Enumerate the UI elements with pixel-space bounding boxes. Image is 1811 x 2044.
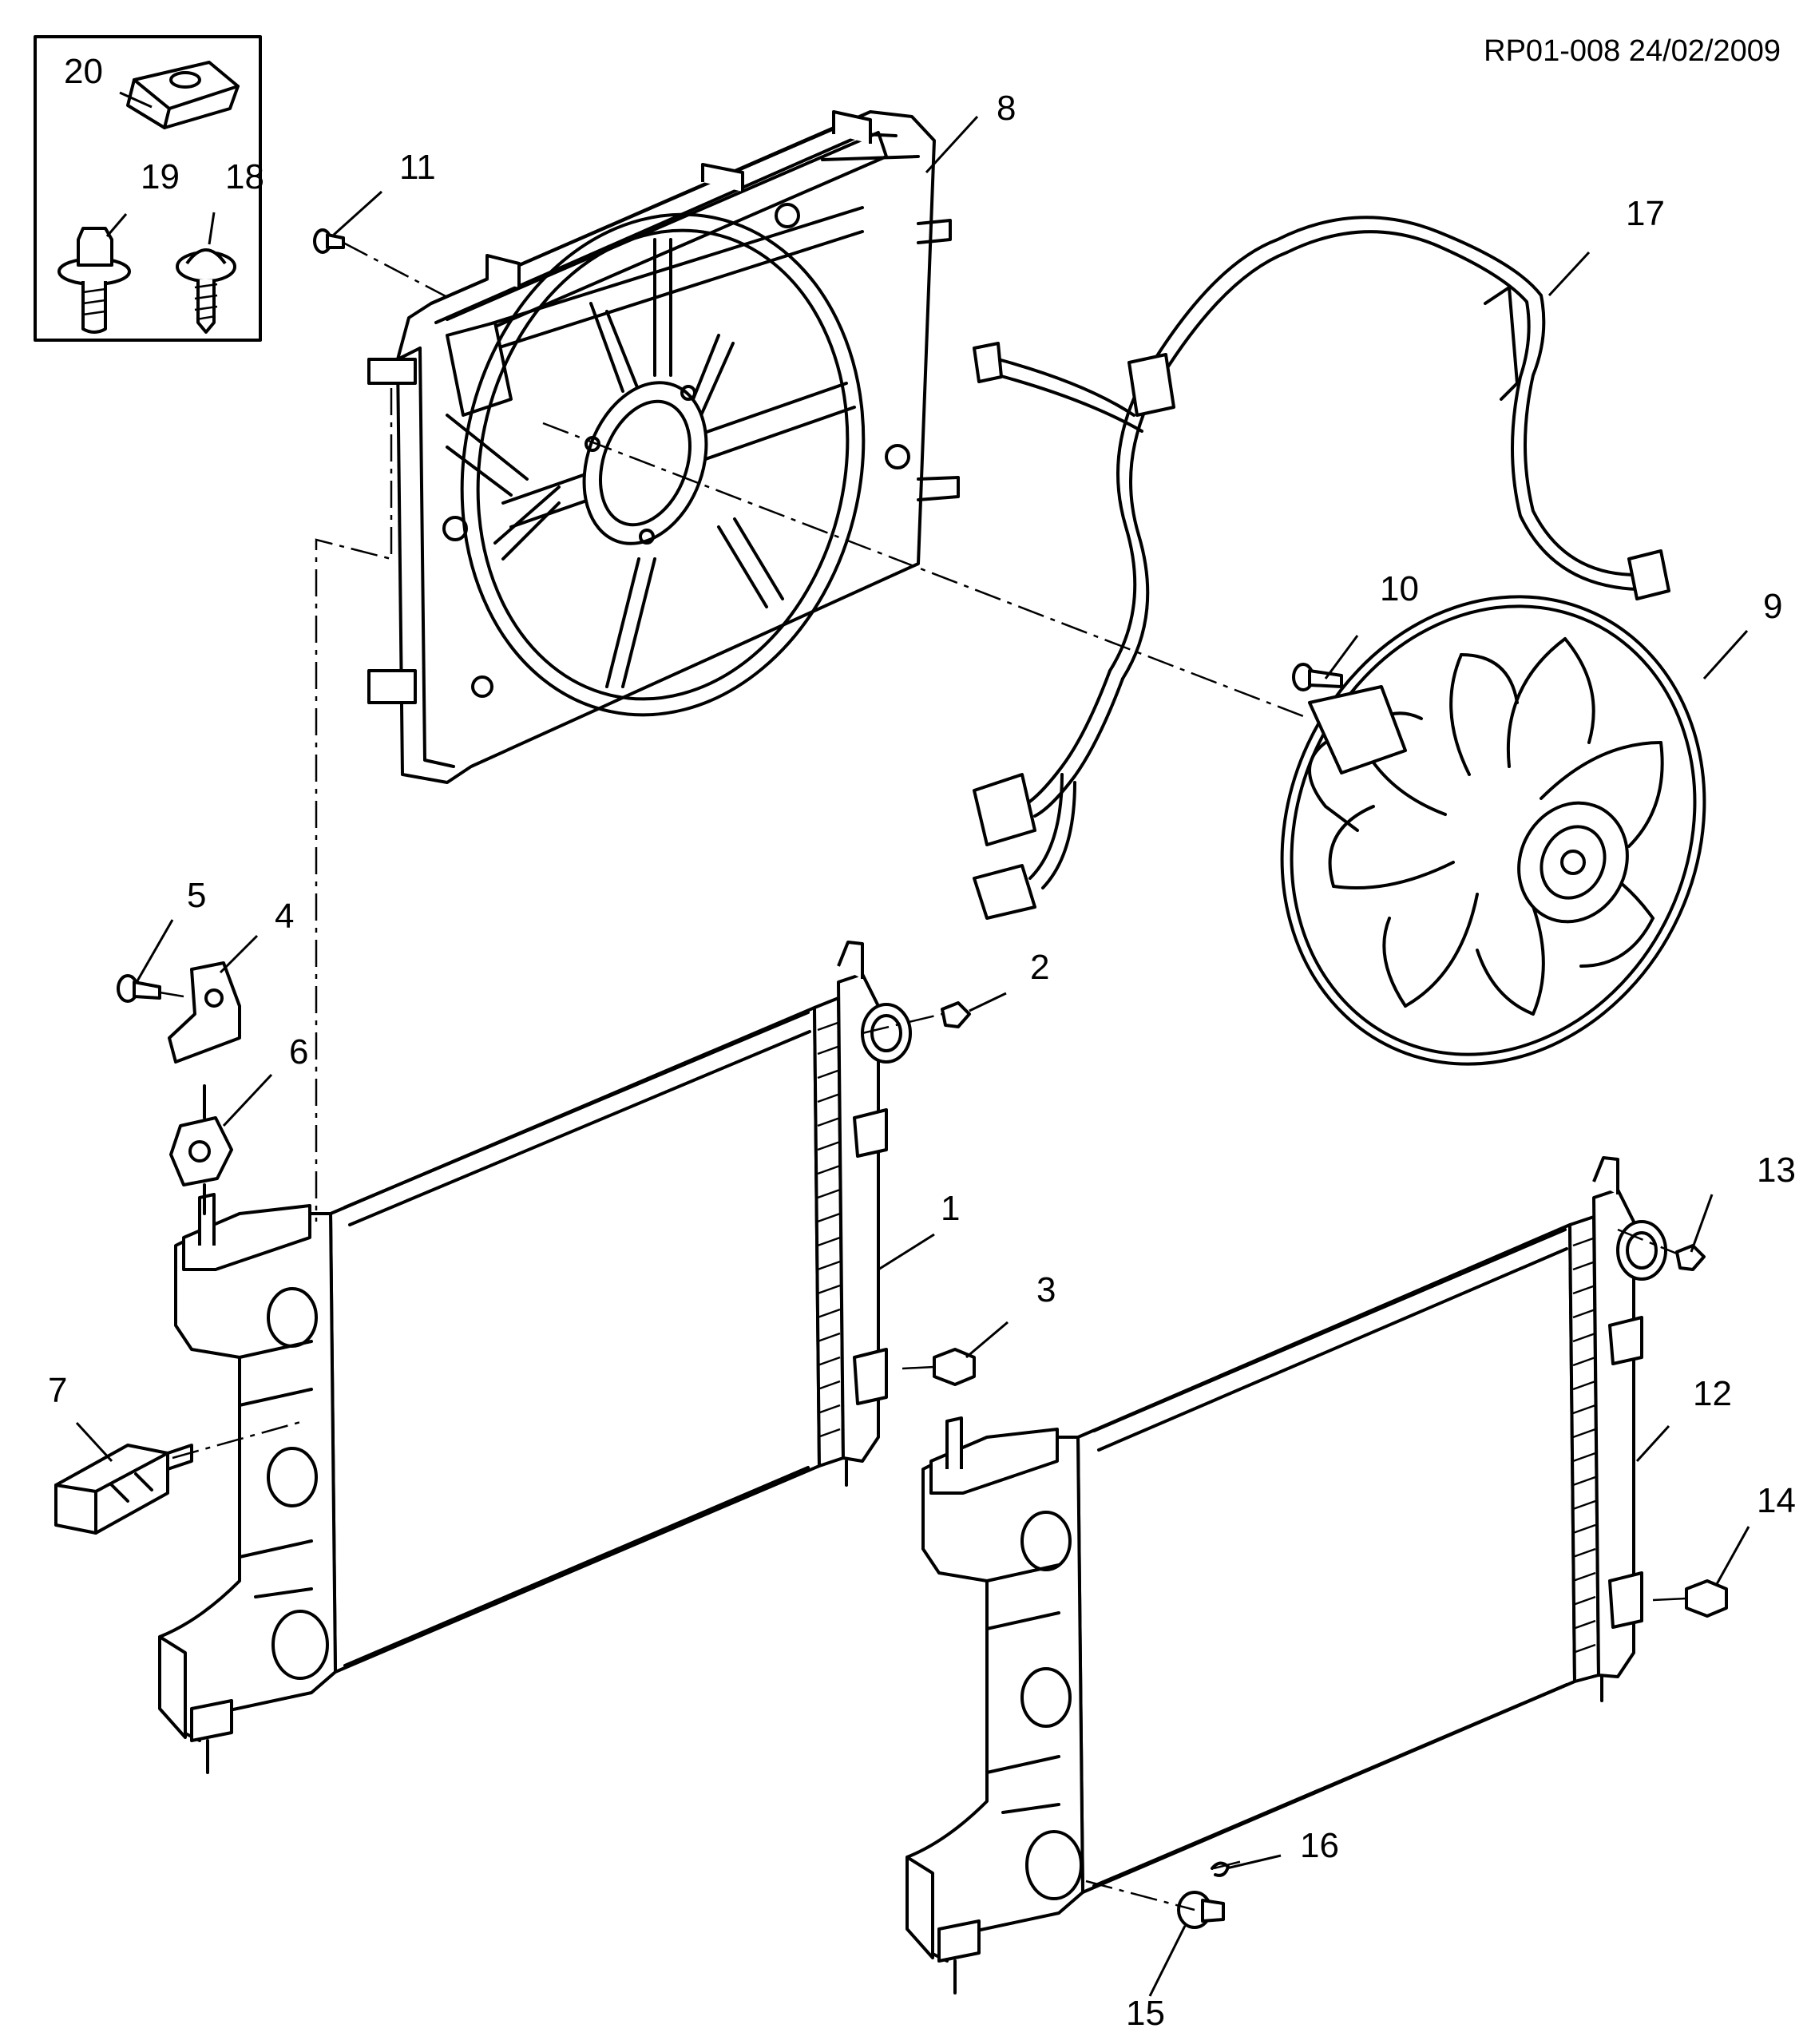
callout-19: 19	[141, 157, 180, 196]
callout-13: 13	[1757, 1151, 1796, 1190]
bolt-5	[117, 974, 184, 1003]
callout-10: 10	[1380, 569, 1419, 608]
flange-bolt-19	[57, 213, 131, 334]
callout-20: 20	[64, 52, 103, 91]
bushing-6	[169, 1084, 233, 1215]
drain-plug-3	[902, 1348, 976, 1386]
drain-plug-14	[1652, 1579, 1728, 1618]
callout-16: 16	[1300, 1826, 1339, 1865]
radiator-1	[158, 941, 912, 1774]
wiring-harness-17	[973, 216, 1670, 920]
screw-18	[176, 212, 236, 334]
callout-2: 2	[1030, 948, 1049, 987]
fan-shroud-8	[367, 110, 960, 784]
callout-1: 1	[941, 1189, 960, 1228]
assembly-lines	[172, 241, 1678, 1911]
callout-7: 7	[48, 1371, 67, 1410]
radiator-12	[906, 1156, 1667, 1994]
bolt-2	[941, 1001, 971, 1028]
callout-3: 3	[1036, 1270, 1056, 1309]
bolt-11	[313, 228, 345, 254]
callout-4: 4	[275, 897, 294, 936]
callout-14: 14	[1757, 1481, 1796, 1520]
fastener-inset-box	[34, 35, 262, 342]
drain-cap-15	[1177, 1891, 1225, 1929]
leader-lines	[75, 115, 1750, 1997]
clip-nut-20	[119, 61, 240, 129]
callout-11: 11	[399, 148, 436, 187]
bracket-4	[168, 961, 241, 1064]
reference-code: RP01-008 24/02/2009	[1484, 34, 1781, 68]
callout-numbers: 20 19 18 11 8 17 10 9 5 4 6 2 1 3 7 13 1…	[48, 52, 1796, 2033]
callout-9: 9	[1763, 587, 1782, 626]
cooling-fan-9	[1280, 595, 1706, 1066]
sensor-7	[54, 1444, 193, 1535]
callout-6: 6	[289, 1032, 308, 1072]
bolt-13	[1675, 1244, 1706, 1271]
callout-5: 5	[187, 876, 206, 915]
callout-17: 17	[1626, 194, 1665, 233]
callout-8: 8	[997, 89, 1016, 128]
bolt-10	[1292, 663, 1343, 691]
callout-18: 18	[225, 157, 264, 196]
callout-15: 15	[1126, 1994, 1165, 2033]
callout-12: 12	[1693, 1374, 1732, 1413]
